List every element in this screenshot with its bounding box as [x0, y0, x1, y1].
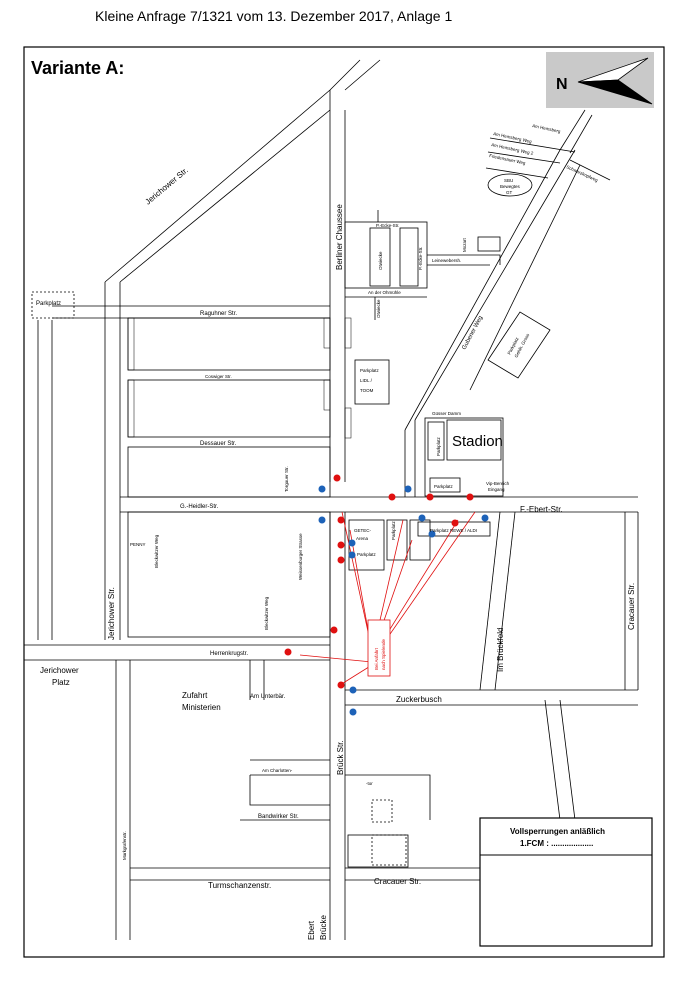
label-gubener: Gubener Weg: [461, 315, 484, 351]
label-markgrafen: Markgrafenstr.: [122, 831, 127, 860]
label-heidler: G.-Heidler-Str.: [180, 504, 219, 510]
label-tor: -tor: [366, 781, 373, 786]
document-header: Kleine Anfrage 7/1321 vom 13. Dezember 2…: [95, 8, 453, 24]
label-jerichower-platz-1: Jerichower: [40, 666, 79, 675]
road-jerichower-diag-a: [104, 89, 331, 283]
roadblock-icons: [284, 474, 474, 689]
label-an-der-ohmuehle: An der Ohmühle: [368, 290, 401, 295]
label-bandwirker: Bandwirker Str.: [258, 814, 299, 820]
label-am-hemsberg: Am Hemsberg: [532, 123, 562, 134]
label-parkplatz-rewe: Parkplatz REWE / ALDI: [430, 528, 477, 533]
label-am-unterbaer: Am Unterbär.: [250, 694, 286, 700]
label-vip-2: Eingang: [488, 487, 505, 492]
label-parkplatz-left: Parkplatz: [36, 301, 61, 307]
legend-box: [479, 817, 653, 947]
label-p-ecke: P.-Ecke-Str.: [376, 223, 399, 228]
label-zufahrt-1: Zufahrt: [182, 691, 208, 700]
label-turmschanzen: Turmschanzenstr.: [208, 881, 271, 890]
road-jerichower-diag-b: [119, 109, 331, 283]
label-getec-1: GETEC-: [354, 528, 372, 533]
label-cracauer-right: Cracauer Str.: [627, 583, 636, 630]
parking-p-icons: [318, 485, 489, 716]
label-parkplatz-lidl-2: LIDL /: [360, 378, 373, 383]
label-raguhner: Raguhner Str.: [200, 311, 237, 317]
label-cracauer-bottom: Cracauer Str.: [374, 877, 421, 886]
label-torgauer: Torgauer Str.: [284, 466, 289, 492]
label-parkplatz-v2: Parkplatz: [391, 520, 396, 540]
label-herrenkrug: Herrenkrugstr.: [210, 651, 248, 657]
label-sbu-2: Bewegtes: [500, 184, 521, 189]
label-gubser-damm: Güsser Damm: [432, 411, 461, 416]
label-am-hemsberg-weg: Am Hemsberg Weg: [493, 131, 533, 144]
variant-title: Variante A:: [31, 58, 124, 78]
legend-line1: Vollsperrungen anläßlich: [510, 827, 605, 836]
label-parkplatz-stadion-h: Parkplatz: [434, 484, 454, 489]
label-p-ecke-2: P.-Ecke-Str.: [418, 247, 423, 270]
label-ebert-str: F.-Ebert-Str.: [520, 505, 563, 514]
label-brueck: Brück Str.: [336, 740, 345, 775]
label-vip-1: Vip-Bereich: [486, 481, 510, 486]
label-mozart: Mozart: [462, 237, 467, 252]
label-im-brueckfeld: Im Brückfeld: [496, 628, 505, 672]
label-bei-anfahrt-1: Bei Anfahrt: [374, 647, 379, 670]
label-dessauer: Dessauer Str.: [200, 441, 237, 447]
label-sbu-1: SBU: [504, 178, 513, 183]
map-frame: [23, 46, 665, 958]
label-bleckwitzer-1: Bleckwitzer Weg: [154, 534, 159, 568]
label-parkplatz-lidl-3: TOOM: [360, 388, 374, 393]
north-arrow-icon: N: [546, 52, 654, 108]
label-berliner-chaussee: Berliner Chaussee: [335, 204, 344, 270]
label-bleckwitzer-2: Bleckwitzer Weg: [264, 596, 269, 630]
label-parkplatz-stadion-v: Parkplatz: [436, 436, 441, 456]
label-getec-2: Arena: [356, 536, 369, 541]
label-bei-anfahrt-2: nach Spielende: [381, 638, 386, 670]
label-zuckerbusch: Zuckerbusch: [396, 695, 442, 704]
label-parkplatz-lidl-1: Parkplatz: [360, 368, 380, 373]
legend-line2: 1.FCM : ...................: [520, 839, 593, 848]
label-zufahrt-2: Ministerien: [182, 703, 221, 712]
route-note-box: [367, 619, 391, 677]
label-schwarzkopfweg: Schwarzkopfweg: [566, 164, 600, 183]
label-am-charlotten: Am Charlotten-: [262, 768, 293, 773]
label-sbu-3: GT: [506, 190, 513, 195]
label-ebert-1: Ebert: [307, 920, 316, 940]
north-letter: N: [556, 76, 568, 93]
label-parkplatz-getec: Parkplatz: [357, 552, 377, 557]
label-jerichower-platz-2: Platz: [52, 678, 70, 687]
label-otwiecke: Otwiecke: [378, 251, 383, 270]
label-wasserburger: Weissenburger Strasse: [298, 533, 303, 580]
label-ebert-2: Brücke: [319, 915, 328, 940]
label-stadion: Stadion: [452, 433, 503, 450]
label-leinewebers: Leinewebersh.: [432, 258, 461, 263]
label-jerichower-top: Jerichower Str.: [144, 166, 190, 207]
label-otwiecke-2: Otwiecke: [376, 299, 381, 318]
label-coswiger: Coswiger Str.: [205, 374, 232, 379]
label-jerichower-left: Jerichower Str.: [107, 587, 116, 640]
label-penny: PENNY: [130, 542, 146, 547]
